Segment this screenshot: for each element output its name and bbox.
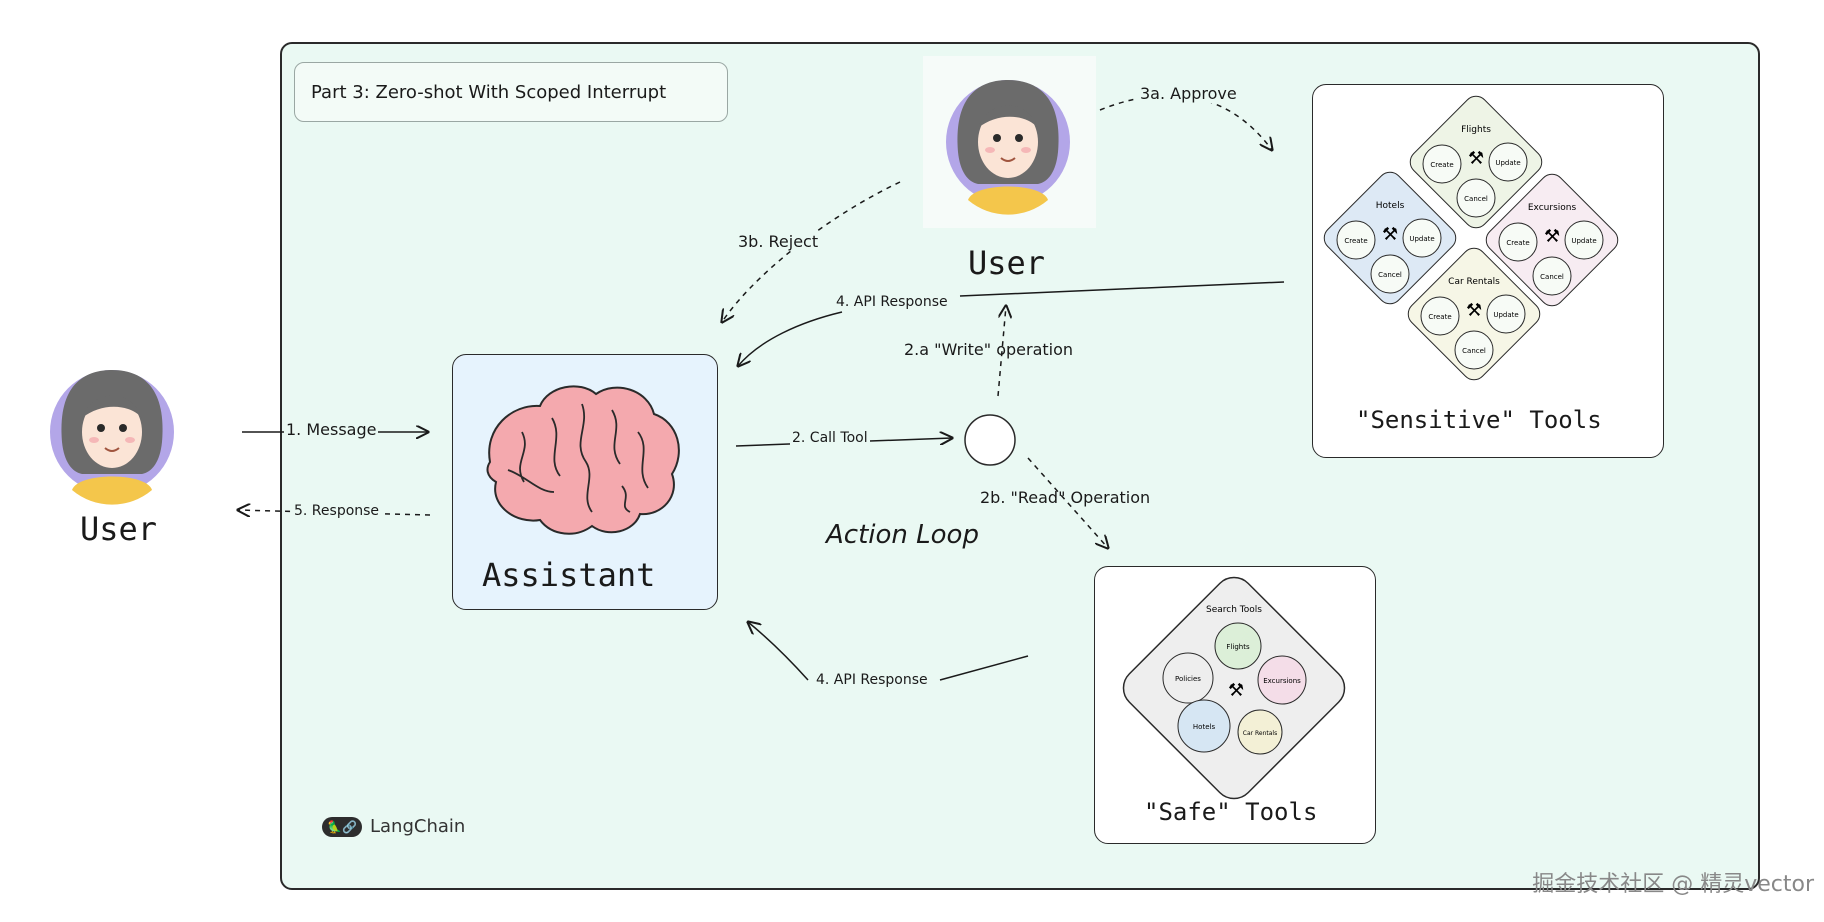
edge-label-api-response-top: 4. API Response — [834, 294, 950, 310]
wrench-icon: ⚒ — [1228, 680, 1244, 701]
sensitive-tools-label: "Sensitive" Tools — [1356, 406, 1602, 434]
safe-tool-label: Flights — [1226, 643, 1250, 651]
tool-router-node — [964, 414, 1016, 466]
edge-read-op — [1027, 457, 1108, 548]
edge-label-write-op: 2.a "Write" operation — [904, 340, 1074, 359]
edge-api-response-top — [738, 311, 843, 366]
left-user-label: User — [80, 510, 158, 548]
edge-api-response-bottom — [748, 622, 809, 681]
svg-text:Update: Update — [1495, 159, 1520, 167]
tool-group-hotels: Hotels Create Update Cancel ⚒ — [1323, 171, 1457, 305]
svg-text:Cancel: Cancel — [1462, 347, 1486, 355]
svg-text:Update: Update — [1409, 235, 1434, 243]
safe-tools-diagram: Search Tools Flights Policies Excursions… — [1122, 576, 1346, 800]
tool-group-car-rentals: Car Rentals Create Update Cancel ⚒ — [1407, 247, 1541, 381]
left-user-avatar — [49, 369, 175, 506]
wrench-icon: ⚒ — [1466, 300, 1482, 321]
edge-reject — [722, 181, 901, 322]
edge-label-response: 5. Response — [292, 503, 382, 519]
tool-group-label: Excursions — [1528, 203, 1577, 213]
edge-label-api-response-bottom: 4. API Response — [814, 672, 930, 688]
langchain-logo-icon: 🦜🔗 — [322, 816, 362, 837]
assistant-label: Assistant — [482, 556, 656, 594]
frame-title: Part 3: Zero-shot With Scoped Interrupt — [294, 62, 728, 122]
edge-label-approve: 3a. Approve — [1138, 84, 1239, 103]
svg-text:Create: Create — [1344, 237, 1367, 245]
wrench-icon: ⚒ — [1382, 224, 1398, 245]
sensitive-tools-diagram: Flights Create Update Cancel ⚒ Hotels Cr… — [1323, 95, 1619, 381]
edge-approve — [1099, 94, 1272, 150]
wrench-icon: ⚒ — [1468, 148, 1484, 169]
brand-label: LangChain — [370, 816, 466, 837]
brain-icon — [486, 385, 680, 535]
svg-text:Create: Create — [1506, 239, 1529, 247]
edge-label-call-tool: 2. Call Tool — [790, 430, 870, 446]
top-user-label: User — [968, 244, 1046, 282]
wrench-icon: ⚒ — [1544, 226, 1560, 247]
edge-label-reject: 3b. Reject — [736, 232, 821, 251]
edge-sensitive-return — [959, 281, 1285, 297]
edge-label-message: 1. Message — [284, 420, 379, 439]
svg-text:Cancel: Cancel — [1540, 273, 1564, 281]
tool-group-flights: Flights Create Update Cancel ⚒ — [1409, 95, 1543, 229]
edge-label-read-op: 2b. "Read" Operation — [980, 488, 1151, 507]
tool-group-excursions: Excursions Create Update Cancel ⚒ — [1485, 173, 1619, 307]
watermark: 掘金技术社区 @ 精灵vector — [1532, 872, 1814, 897]
safe-tool-label: Excursions — [1263, 677, 1301, 685]
svg-text:Create: Create — [1428, 313, 1451, 321]
safe-tools-label: "Safe" Tools — [1144, 798, 1318, 826]
action-loop-label: Action Loop — [826, 520, 979, 550]
svg-text:Create: Create — [1430, 161, 1453, 169]
svg-text:Update: Update — [1571, 237, 1596, 245]
tool-group-label: Hotels — [1376, 201, 1405, 211]
safe-tool-label: Policies — [1175, 675, 1201, 683]
safe-group-title: Search Tools — [1206, 605, 1262, 615]
tool-group-label: Car Rentals — [1448, 277, 1500, 287]
svg-text:Cancel: Cancel — [1464, 195, 1488, 203]
tool-group-label: Flights — [1461, 125, 1491, 135]
safe-tool-label: Hotels — [1193, 723, 1216, 731]
top-user-avatar — [945, 79, 1071, 216]
svg-text:Cancel: Cancel — [1378, 271, 1402, 279]
edge-response — [238, 510, 431, 515]
edge-safe-return — [939, 655, 1029, 681]
svg-text:Update: Update — [1493, 311, 1518, 319]
langchain-brand: 🦜🔗 LangChain — [322, 816, 465, 837]
safe-tool-label: Car Rentals — [1243, 730, 1277, 737]
